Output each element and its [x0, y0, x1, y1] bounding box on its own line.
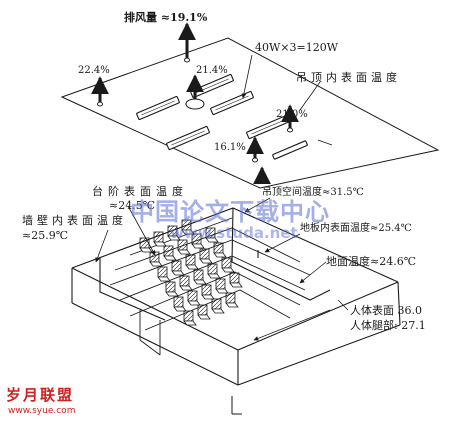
seat — [187, 290, 201, 306]
corner-logo: 岁月联盟 — [6, 386, 75, 404]
seat-rows — [139, 219, 243, 326]
watermark-main: 中国论文下载中心 — [130, 198, 330, 226]
vent-center-label: 21.4% — [196, 65, 228, 76]
seat — [167, 225, 181, 241]
wall-inner-surface-label-2: ≈25.9℃ — [22, 229, 69, 242]
seat — [183, 310, 197, 326]
seat — [185, 254, 199, 270]
room-box — [71, 207, 401, 386]
ground-marks — [231, 396, 242, 415]
wall-inner-surface-label-1: 墙壁内表面温度 — [22, 214, 127, 227]
step-surface-label-2: ≈24.5℃ — [109, 199, 156, 212]
seat — [177, 239, 191, 255]
seat — [165, 281, 179, 297]
seat — [201, 284, 215, 300]
ceiling-leaders — [241, 54, 333, 146]
seat — [179, 275, 193, 291]
seat — [199, 248, 213, 264]
body-leg-temp-label: 人体腿部: 27.1 — [350, 319, 426, 332]
seat — [225, 292, 239, 308]
corner-url: www.syue.com — [8, 406, 76, 416]
seat — [139, 237, 153, 253]
seat — [163, 245, 177, 261]
seat — [211, 298, 225, 314]
seat — [229, 272, 243, 288]
seat — [193, 269, 207, 285]
ceiling-cavity-temp-label: 吊顶空间温度≈31.5℃ — [262, 187, 364, 198]
lamp-power-label: 40W×3=120W — [255, 41, 339, 54]
seat — [197, 304, 211, 320]
seat — [213, 242, 227, 258]
exhaust-vents — [97, 57, 293, 163]
seat — [173, 296, 187, 312]
vent-left-label: 22.4% — [78, 65, 110, 76]
body-surface-temp-label: 人体表面 36.0 — [350, 304, 422, 317]
seat — [205, 227, 219, 243]
floor-inner-surface-label: 地板内表面温度≈25.4℃ — [300, 223, 412, 234]
ground-surface-temp-label: 地面温度≈24.6℃ — [326, 255, 417, 268]
seat — [157, 266, 171, 282]
step-surface-label-1: 台阶表面温度 — [92, 185, 188, 198]
exhaust-total-label: 排风量 ≈19.1% — [124, 11, 208, 24]
ceiling-plane — [60, 37, 440, 189]
room-leaders — [95, 197, 349, 341]
vent-right-label: 21.0% — [276, 109, 308, 120]
seat — [215, 278, 229, 294]
watermark-url: www.studa.net — [170, 224, 298, 242]
exhaust-arrows — [91, 22, 299, 185]
seat — [191, 233, 205, 249]
seat — [221, 257, 235, 273]
seat — [207, 263, 221, 279]
ceiling-inner-surface-label: 吊顶内表面温度 — [296, 71, 401, 84]
seat — [171, 260, 185, 276]
vent-lower-label: 16.1% — [214, 142, 246, 153]
